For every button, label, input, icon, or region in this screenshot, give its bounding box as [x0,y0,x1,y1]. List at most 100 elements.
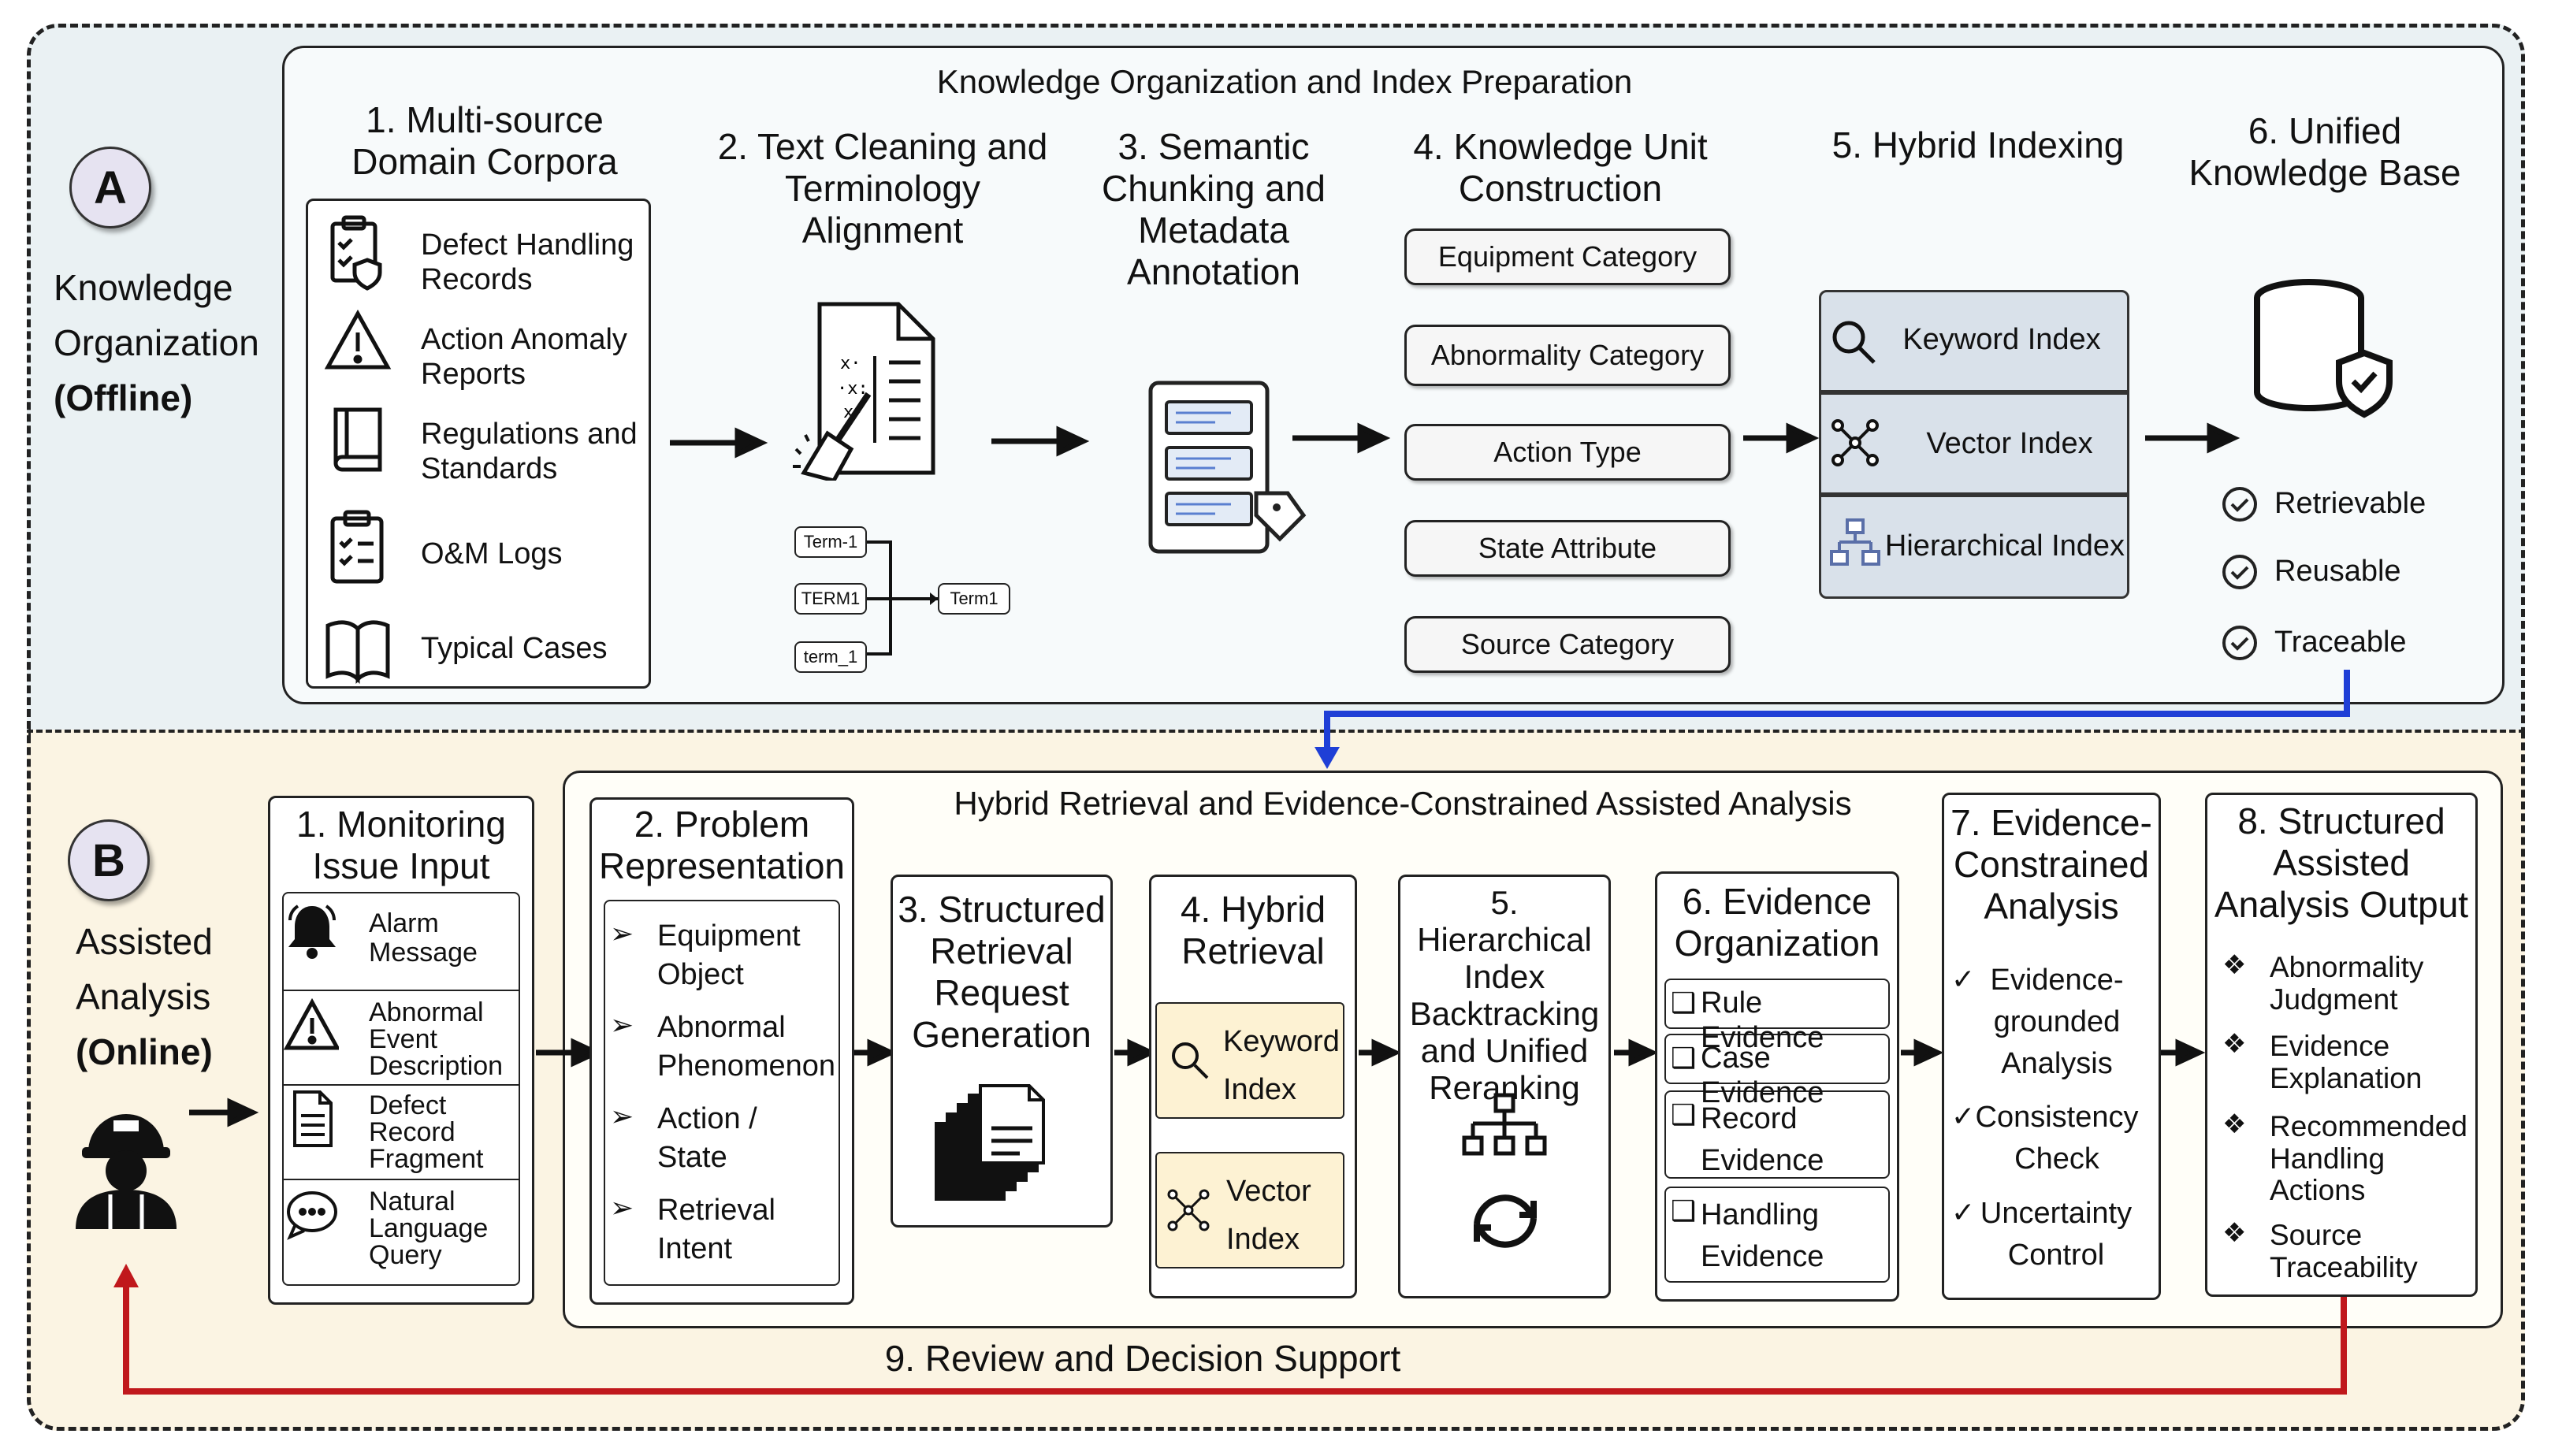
unit-abnormality-category: Abnormality Category [1404,325,1731,386]
step-b3-title: 3. Structured Retrieval Request Generati… [898,889,1106,1055]
unit-source-category: Source Category [1404,616,1731,673]
repr-equipment-object: Equipment Object [657,919,801,992]
check-mark-icon: ✓ [1951,1196,1976,1228]
panel-b-badge: B [68,819,150,901]
panel-b-title: Hybrid Retrieval and Evidence-Constraine… [954,785,1852,822]
term-variant-3: term_1 [794,641,867,673]
checkbox-icon: ❑ [1671,1194,1697,1227]
step-b7-box [1942,793,2161,1300]
vector-index-label: Vector Index [1926,427,2093,460]
refresh-icon [1474,1194,1537,1248]
chat-icon [287,1191,337,1240]
step-b4-title: 4. Hybrid Retrieval [1180,889,1326,971]
step-b6-title: 6. Evidence Organization [1674,881,1880,964]
step-a4-title: 4. Knowledge Unit Construction [1413,126,1708,209]
bell-icon [288,904,336,959]
output-abnormality-judgment: Abnormality Judgment [2270,951,2424,1016]
open-book-icon [325,620,390,685]
diamond-bullet-icon: ❖ [2222,1218,2247,1248]
divider [282,1179,520,1180]
vector-nodes-icon [1831,419,1879,466]
diamond-bullet-icon: ❖ [2222,950,2247,980]
input-defect-record: Defect Record Fragment [369,1090,484,1174]
analysis-consistency-check: Consistency Check [1975,1101,2139,1176]
retrieval-vector-label: Vector Index [1226,1175,1311,1256]
evidence-case-tile [1664,1034,1890,1084]
repr-abnormal-phenomenon: Abnormal Phenomenon [657,1011,836,1083]
arrow-bullet-icon: ➢ [610,1008,634,1041]
keyword-index-block [1819,290,2129,392]
kb-reusable: Reusable [2274,555,2401,588]
diamond-bullet-icon: ❖ [2222,1029,2247,1059]
divider [282,990,520,991]
panel-a-badge: A [69,147,151,228]
step-a3-title: 3. Semantic Chunking and Metadata Annota… [1102,126,1326,292]
checkbox-icon: ❑ [1671,986,1697,1019]
step-b2-title: 2. Problem Representation [599,804,845,886]
step-a2-title: 2. Text Cleaning and Terminology Alignme… [717,126,1048,251]
term-merge-lines [867,540,938,656]
search-icon [1172,1042,1209,1079]
evidence-record-tile [1664,1090,1890,1179]
document-icon [293,1090,333,1147]
input-alarm-message: Alarm Message [369,908,478,968]
step-b8-title: 8. Structured Assisted Analysis Output [2214,800,2469,925]
diamond-bullet-icon: ❖ [2222,1109,2247,1139]
clipboard-icon [330,510,384,584]
corpus-item-regulations: Regulations and Standards [421,418,638,485]
panel-a-side-label: Knowledge Organization (Offline) [54,267,259,418]
unit-equipment-category: Equipment Category [1404,228,1731,285]
hierarchical-index-block [1819,495,2129,599]
hierarchy-icon [1830,518,1880,566]
divider [282,1084,520,1086]
semantic-chunking-icon [1148,381,1307,554]
evidence-record: Record Evidence [1701,1102,1824,1178]
checkbox-icon: ❑ [1671,1098,1697,1131]
hierarchical-index-label: Hierarchical Index [1884,529,2125,563]
panel-b-side-label: Assisted Analysis (Online) [76,921,213,1072]
corpus-item-typical-cases: Typical Cases [421,632,608,665]
kb-retrievable: Retrievable [2274,487,2426,520]
corpus-item-anomaly-reports: Action Anomaly Reports [421,323,627,391]
stacked-documents-icon [935,1084,1045,1201]
check-mark-icon: ✓ [1951,1100,1976,1132]
step-b7-title: 7. Evidence-Constrained Analysis [1950,802,2152,927]
kb-traceable: Traceable [2274,626,2407,659]
term-normalized: Term1 [938,583,1010,615]
unit-action-type: Action Type [1404,424,1731,481]
term-variant-1: Term-1 [794,526,867,558]
repr-action-state: Action / State [657,1102,757,1175]
corpus-item-defect-records: Defect Handling Records [421,228,634,296]
hierarchy-rerank-icons [1462,1093,1547,1248]
evidence-handling: Handling Evidence [1701,1198,1824,1274]
evidence-case: Case Evidence [1701,1042,1824,1109]
retrieval-keyword-tile[interactable] [1155,1002,1344,1119]
evidence-rule: Rule Evidence [1701,986,1824,1054]
checkbox-icon: ❑ [1671,1042,1697,1074]
check-mark-icon: ✓ [1951,963,1976,995]
keyword-index-label: Keyword Index [1902,323,2101,356]
corpora-icons [324,215,392,685]
index-icons [1830,321,1880,566]
feedback-label: 9. Review and Decision Support [884,1338,1401,1379]
checklist-shield-icon [330,215,382,291]
vector-nodes-icon [1167,1189,1210,1231]
problem-representation-list [604,900,840,1286]
vector-index-block [1819,392,2129,495]
arrow-bullet-icon: ➢ [610,1100,634,1132]
retrieval-icons [1167,1042,1210,1231]
input-natural-language: Natural Language Query [369,1187,489,1270]
step-b5-title: 5. Hierarchical Index Backtracking and U… [1409,884,1600,1107]
database-shield-icon [2254,279,2393,418]
warning-icon [324,309,392,370]
analysis-uncertainty-control: Uncertainty Control [1980,1197,2133,1272]
issue-input-list [282,892,520,1286]
text-cleaning-icon: x· ·x: x· [793,302,935,481]
step-b8-box [2205,793,2478,1297]
step-b1-title: 1. Monitoring Issue Input [296,804,506,886]
knowledge-organization-frame [282,46,2505,704]
book-icon [333,407,382,472]
arrow-bullet-icon: ➢ [610,917,634,949]
evidence-rule-tile [1664,979,1890,1029]
